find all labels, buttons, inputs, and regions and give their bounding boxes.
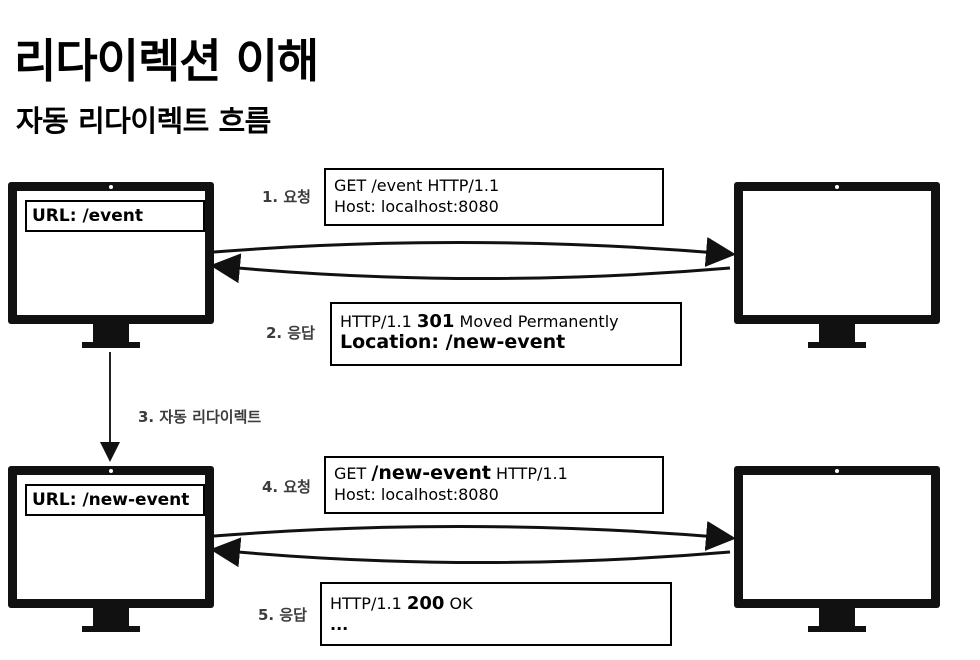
monitor-neck	[93, 324, 129, 344]
request-arrow-1	[213, 237, 736, 267]
client-monitor-1: URL: /event	[8, 182, 214, 352]
reason-phrase: Moved Permanently	[459, 312, 619, 331]
reason-phrase: OK	[449, 594, 473, 613]
monitor-base	[82, 342, 140, 348]
step-label-3: 3. 자동 리다이렉트	[138, 408, 262, 426]
monitor-base	[808, 342, 866, 348]
step-label-5: 5. 응답	[258, 606, 307, 624]
client-monitor-2: URL: /new-event	[8, 466, 214, 636]
http-version: HTTP/1.1	[496, 464, 568, 483]
http-version: HTTP/1.1	[340, 312, 412, 331]
camera-dot	[109, 469, 113, 473]
monitor-screen	[734, 182, 940, 324]
request-line: GET /new-event HTTP/1.1	[334, 463, 654, 484]
status-line: HTTP/1.1 200 OK	[330, 593, 662, 614]
status-code: 200	[406, 593, 445, 614]
host-header: Host: localhost:8080	[334, 197, 499, 216]
monitor-neck	[93, 608, 129, 628]
server-monitor-1	[734, 182, 940, 352]
monitor-neck	[819, 608, 855, 628]
camera-dot	[835, 469, 839, 473]
status-line: HTTP/1.1 301 Moved Permanently	[340, 311, 672, 332]
step-label-1: 1. 요청	[262, 188, 311, 206]
request-message-2: GET /new-event HTTP/1.1 Host: localhost:…	[324, 456, 664, 514]
server-monitor-2	[734, 466, 940, 636]
monitor-screen	[734, 466, 940, 608]
http-version: HTTP/1.1	[330, 594, 402, 613]
monitor-screen: URL: /event	[8, 182, 214, 324]
ellipsis-line: ...	[330, 615, 349, 634]
screen-display	[743, 475, 931, 599]
step-label-2: 2. 응답	[266, 324, 315, 342]
screen-display: URL: /event	[17, 191, 205, 315]
request-arrow-2	[213, 521, 736, 551]
request-message-1: GET /event HTTP/1.1 Host: localhost:8080	[324, 168, 664, 226]
request-line: GET /event HTTP/1.1	[334, 176, 500, 195]
http-method: GET	[334, 464, 367, 483]
request-path: /new-event	[371, 462, 491, 484]
screen-display: URL: /new-event	[17, 475, 205, 599]
response-arrow-1	[210, 253, 731, 284]
url-bar: URL: /new-event	[25, 484, 205, 516]
response-message-2: HTTP/1.1 200 OK ...	[320, 582, 672, 646]
url-bar: URL: /event	[25, 200, 205, 232]
monitor-base	[808, 626, 866, 632]
response-arrow-2	[210, 537, 731, 568]
monitor-screen: URL: /new-event	[8, 466, 214, 608]
monitor-neck	[819, 324, 855, 344]
screen-display	[743, 191, 931, 315]
page-subtitle: 자동 리다이렉트 흐름	[16, 104, 271, 138]
step-label-4: 4. 요청	[262, 478, 311, 496]
camera-dot	[835, 185, 839, 189]
status-code: 301	[416, 311, 455, 332]
host-header: Host: localhost:8080	[334, 485, 499, 504]
monitor-base	[82, 626, 140, 632]
page-title: 리다이렉션 이해	[14, 34, 319, 88]
response-message-1: HTTP/1.1 301 Moved Permanently Location:…	[330, 302, 682, 366]
camera-dot	[109, 185, 113, 189]
location-header: Location: /new-event	[340, 331, 566, 353]
